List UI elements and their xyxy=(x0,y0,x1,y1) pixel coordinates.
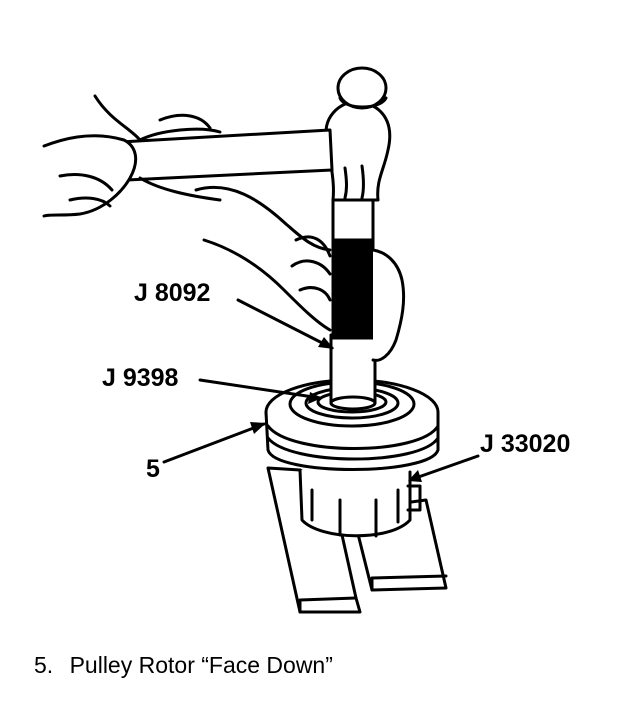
arrowhead-j9398 xyxy=(308,392,322,404)
leader-j8092 xyxy=(236,298,334,350)
caption-number: 5. xyxy=(34,652,54,678)
hand-hammer xyxy=(42,94,222,218)
leader-j9398 xyxy=(198,378,322,400)
arrowhead-item-5 xyxy=(250,422,266,434)
leader-j33020 xyxy=(408,454,480,482)
label-j33020: J 33020 xyxy=(480,430,571,458)
hand-driver xyxy=(194,185,406,362)
label-item-5: 5 xyxy=(146,455,160,483)
caption-text: Pulley Rotor “Face Down” xyxy=(69,652,333,678)
label-j9398: J 9398 xyxy=(102,364,179,392)
driver-handle-j8092 xyxy=(324,66,392,411)
arrowhead-j33020 xyxy=(408,470,422,482)
label-j8092: J 8092 xyxy=(134,279,211,307)
leader-item-5 xyxy=(162,422,266,464)
leader-arrows xyxy=(162,298,480,482)
figure-caption: 5. Pulley Rotor “Face Down” xyxy=(34,652,333,679)
arrowhead-j8092 xyxy=(318,337,334,349)
hammer xyxy=(118,128,334,182)
support-fixture-j33020 xyxy=(298,468,422,538)
